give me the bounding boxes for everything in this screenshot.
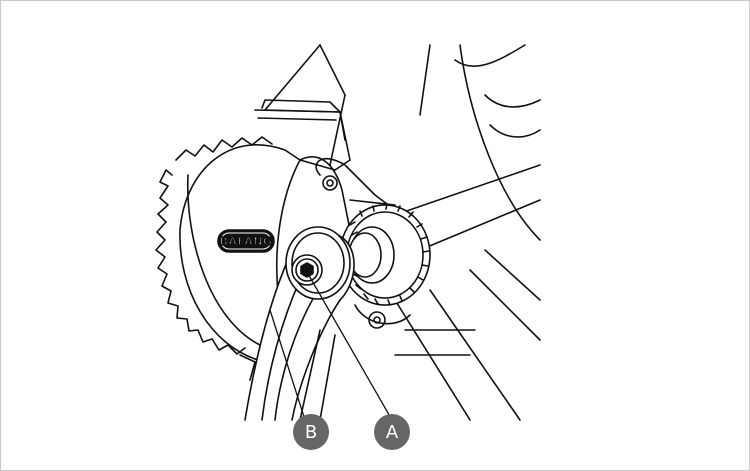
brand-logo-text: BAFANG	[220, 235, 273, 248]
callout-b-label: B	[305, 422, 317, 443]
callout-a-marker	[374, 414, 410, 450]
brand-plate	[217, 229, 275, 253]
callout-a: A	[374, 414, 410, 450]
leader-line-a	[306, 271, 393, 421]
callout-leader-lines	[269, 271, 393, 421]
spindle-assembly	[339, 203, 431, 329]
leader-line-b	[269, 309, 306, 421]
bike-frame-lines	[264, 44, 541, 421]
callout-a-label: A	[386, 422, 399, 443]
callout-b-marker	[293, 414, 329, 450]
callout-b: B	[293, 414, 329, 450]
crank-bolt	[291, 254, 323, 286]
